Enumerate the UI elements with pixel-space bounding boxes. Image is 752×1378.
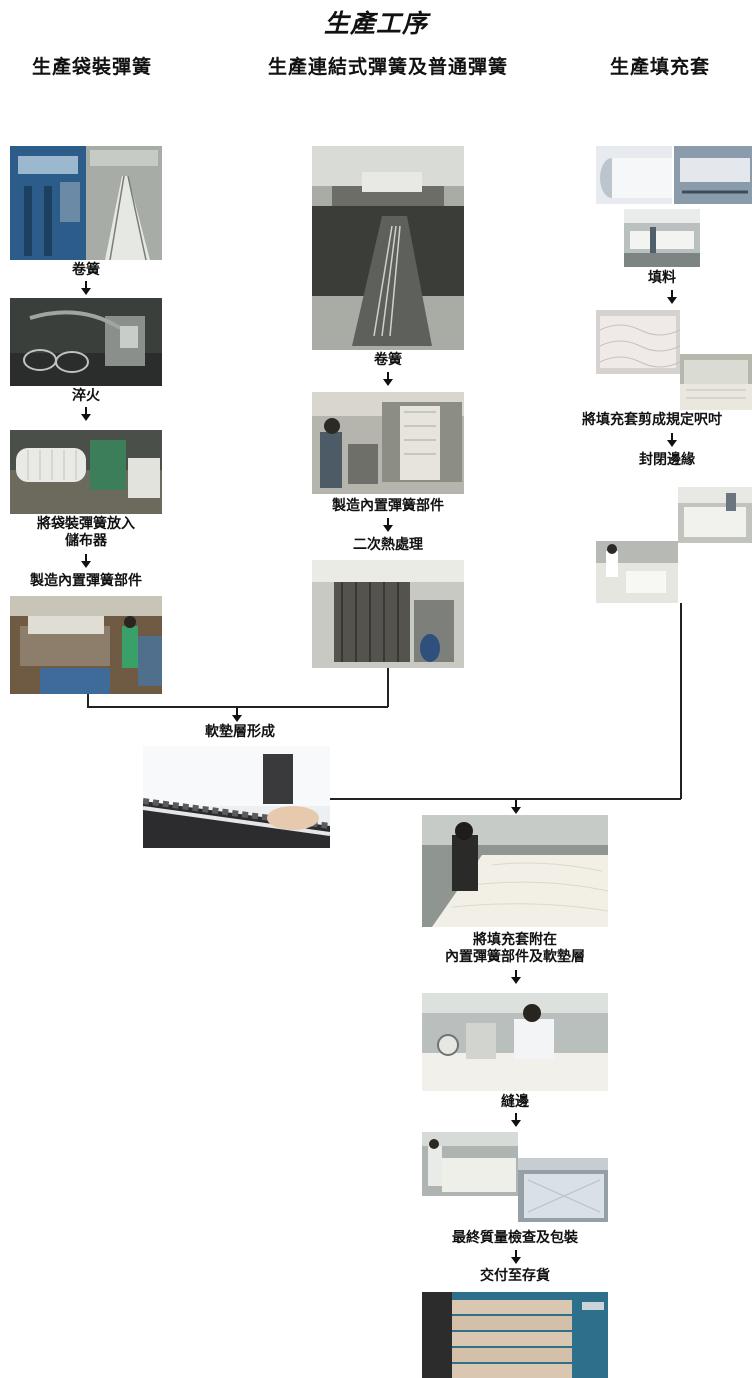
arrow-down-icon [383, 518, 393, 532]
padding-photo [143, 746, 330, 848]
arrow-down-icon [81, 407, 91, 421]
arrow-down-icon [81, 281, 91, 295]
arrow-down-icon [232, 708, 242, 722]
connector-line [87, 694, 89, 706]
edge-photo-2 [596, 541, 678, 603]
quilting-photo [596, 310, 680, 374]
step-attach-label-2: 內置彈簧部件及軟墊層 [445, 949, 585, 965]
step-deliver-label: 交付至存貨 [480, 1268, 550, 1284]
filling-machine-photo [624, 209, 700, 267]
coiling-bonnell-photo [312, 146, 464, 350]
step-store-label-2: 儲布器 [65, 533, 107, 549]
connector-line [387, 668, 389, 707]
arrow-down-icon [511, 1113, 521, 1127]
step-fill-label: 填料 [648, 270, 676, 286]
step-attach-label-1: 將填充套附在 [473, 932, 557, 948]
column-header-filling: 生產填充套 [610, 56, 711, 78]
step-sew-label: 縫邊 [501, 1094, 529, 1110]
cutting-photo [680, 354, 752, 410]
step-padding-label: 軟墊層形成 [205, 724, 275, 740]
arrow-down-icon [511, 800, 521, 814]
connector-line [330, 798, 681, 800]
arrow-down-icon [511, 1250, 521, 1264]
column-header-pocket: 生產袋裝彈簧 [32, 56, 153, 78]
arrow-down-icon [667, 290, 677, 304]
step-edge-label: 封閉邊緣 [639, 452, 695, 468]
step-heat-label: 二次熱處理 [353, 537, 423, 553]
connector-line [87, 706, 388, 708]
arrow-down-icon [81, 554, 91, 568]
step-temper-label: 淬火 [72, 388, 100, 404]
step-coil-pocket-label: 卷簧 [72, 262, 100, 278]
tempering-photo [10, 298, 162, 386]
innerspring-pocket-photo [10, 596, 162, 694]
step-cut-label: 將填充套剪成規定呎吋 [582, 412, 722, 428]
step-coil-bonnell-label: 卷簧 [374, 352, 402, 368]
arrow-down-icon [383, 372, 393, 386]
column-header-bonnell: 生產連結式彈簧及普通彈簧 [268, 56, 509, 78]
packing-photo [518, 1158, 608, 1222]
inspection-photo [422, 1132, 518, 1196]
attach-photo [422, 815, 608, 927]
arrow-down-icon [667, 433, 677, 447]
step-store-label-1: 將袋裝彈簧放入 [37, 516, 135, 532]
step-innerspring-bonnell-label: 製造內置彈簧部件 [332, 498, 444, 514]
heat-treatment-photo [312, 560, 464, 668]
storing-photo [10, 430, 162, 514]
innerspring-bonnell-photo [312, 392, 464, 494]
arrow-down-icon [511, 970, 521, 984]
sewing-photo [422, 993, 608, 1091]
edge-photo-1 [678, 487, 752, 543]
step-inspect-label: 最終質量檢查及包裝 [452, 1230, 578, 1246]
stock-photo [422, 1292, 608, 1378]
step-innerspring-pocket-label: 製造內置彈簧部件 [30, 573, 142, 589]
connector-line [680, 603, 682, 799]
page-title: 生產工序 [323, 9, 428, 38]
coiling-photo [10, 146, 162, 260]
filling-roll-photo [596, 146, 752, 206]
